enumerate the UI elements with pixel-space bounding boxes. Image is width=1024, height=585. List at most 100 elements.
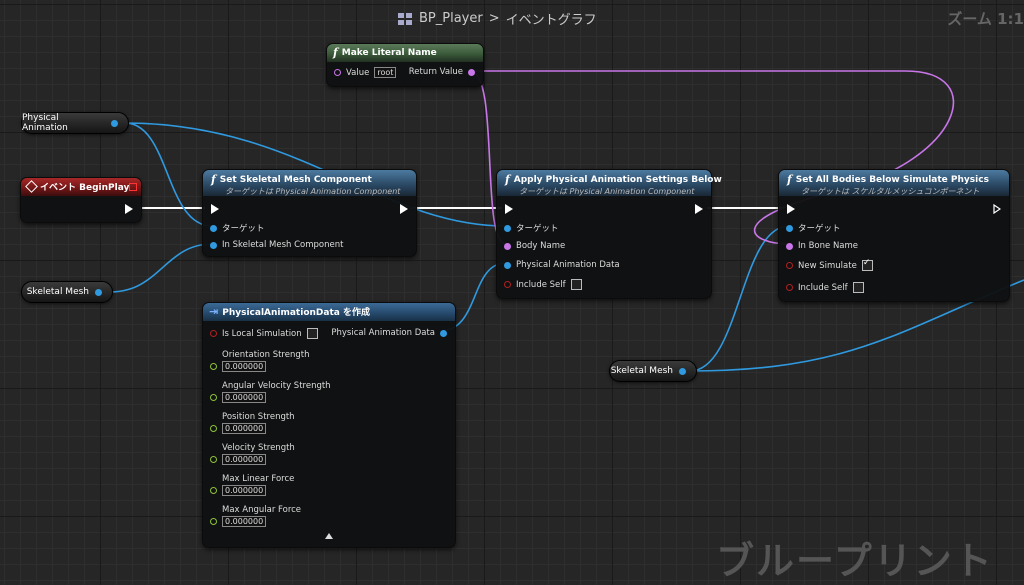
float-input[interactable]: 0.000000 <box>222 423 267 434</box>
function-icon: f <box>787 173 792 186</box>
blueprint-icon <box>398 12 413 25</box>
node-title: Make Literal Name <box>341 47 437 58</box>
exec-in-pin[interactable] <box>787 204 795 214</box>
new-simulate-label: New Simulate <box>798 260 857 271</box>
output-label: Physical Animation Data <box>331 328 435 338</box>
float-input[interactable]: 0.000000 <box>222 485 267 496</box>
include-self-checkbox[interactable] <box>852 282 864 293</box>
bone-name-label: In Bone Name <box>798 241 859 251</box>
float-input[interactable]: 0.000000 <box>222 361 267 372</box>
node-title: Set Skeletal Mesh Component <box>219 174 372 185</box>
object-wire <box>109 243 213 293</box>
function-icon: f <box>505 173 510 186</box>
target-label: ターゲット <box>222 224 265 234</box>
target-pin[interactable] <box>786 224 793 232</box>
float-pin[interactable] <box>210 425 217 432</box>
float-pin[interactable] <box>210 363 217 370</box>
graph-title-bar: BP_Player > イベントグラフ ズーム 1:1 <box>0 0 1024 34</box>
field-position-strength: Position Strength 0.000000 <box>210 412 295 434</box>
field-max-linear-force: Max Linear Force 0.000000 <box>210 474 294 496</box>
blueprint-watermark: ブループリント <box>716 539 994 583</box>
float-pin[interactable] <box>210 487 217 494</box>
node-subtitle: ターゲットは スケルタルメッシュコンポーネント <box>801 187 980 196</box>
exec-out-pin[interactable] <box>125 204 133 214</box>
include-self-label: Include Self <box>516 279 566 290</box>
target-label: ターゲット <box>516 224 559 234</box>
exec-in-pin[interactable] <box>211 204 219 214</box>
struct-icon: ⇥ <box>209 305 219 318</box>
float-pin[interactable] <box>210 518 217 525</box>
field-label: Position Strength <box>222 412 295 422</box>
function-icon: f <box>211 173 216 186</box>
include-self-pin[interactable] <box>786 284 793 291</box>
physical-animation-data-output-pin[interactable] <box>440 329 447 337</box>
float-pin[interactable] <box>210 456 217 463</box>
zoom-level: ズーム 1:1 <box>947 10 1024 28</box>
body-name-pin[interactable] <box>504 242 511 250</box>
node-subtitle: ターゲットは Physical Animation Component <box>519 187 695 196</box>
field-max-angular-force: Max Angular Force 0.000000 <box>210 505 301 527</box>
var-label: Skeletal Mesh <box>26 287 89 297</box>
exec-out-pin[interactable] <box>695 204 703 214</box>
new-simulate-pin[interactable] <box>786 262 793 269</box>
node-subtitle: ターゲットは Physical Animation Component <box>225 187 401 196</box>
exec-out-pin[interactable] <box>993 204 1001 214</box>
is-local-checkbox[interactable] <box>306 328 318 339</box>
graph-name[interactable]: イベントグラフ <box>505 13 597 28</box>
name-input-pin[interactable] <box>334 69 341 76</box>
include-self-checkbox[interactable] <box>570 279 582 290</box>
breadcrumb-separator: > <box>488 11 500 26</box>
object-pin[interactable] <box>95 288 102 296</box>
physical-animation-getter[interactable]: Physical Animation <box>21 112 129 134</box>
node-title: イベント BeginPlay <box>40 183 130 193</box>
data-label: Physical Animation Data <box>516 260 620 270</box>
field-orientation-strength: Orientation Strength 0.000000 <box>210 350 309 372</box>
skeletal-mesh-getter-2[interactable]: Skeletal Mesh <box>609 360 697 382</box>
value-label: Value <box>346 67 370 78</box>
field-label: Orientation Strength <box>222 350 310 360</box>
bone-name-pin[interactable] <box>786 242 793 250</box>
target-label: ターゲット <box>798 224 841 234</box>
return-label: Return Value <box>408 67 463 77</box>
node-title: Set All Bodies Below Simulate Physics <box>795 174 989 185</box>
delegate-pin[interactable] <box>129 183 137 191</box>
include-self-label: Include Self <box>798 282 848 293</box>
body-name-label: Body Name <box>516 241 566 251</box>
float-pin[interactable] <box>210 394 217 401</box>
object-pin[interactable] <box>111 119 118 127</box>
float-input[interactable]: 0.000000 <box>222 392 267 403</box>
target-pin[interactable] <box>210 224 217 232</box>
value-input[interactable]: root <box>374 67 397 78</box>
make-physical-animation-data-node[interactable]: ⇥PhysicalAnimationData を作成 Is Local Simu… <box>202 302 456 548</box>
function-icon: f <box>333 46 338 59</box>
collapse-arrow-icon[interactable] <box>325 533 333 539</box>
include-self-pin[interactable] <box>504 281 511 288</box>
in-skeletal-mesh-pin[interactable] <box>210 241 217 249</box>
breadcrumb: BP_Player > イベントグラフ <box>398 9 597 28</box>
var-label: Skeletal Mesh <box>610 366 673 376</box>
target-pin[interactable] <box>504 224 511 232</box>
return-value-pin[interactable] <box>468 68 475 76</box>
is-local-pin[interactable] <box>210 330 217 337</box>
exec-in-pin[interactable] <box>505 204 513 214</box>
field-label: Max Linear Force <box>222 474 295 484</box>
physical-animation-data-pin[interactable] <box>504 261 511 269</box>
object-pin[interactable] <box>679 367 686 375</box>
event-begin-play-node[interactable]: イベント BeginPlay <box>20 177 142 223</box>
node-title: Apply Physical Animation Settings Below <box>513 174 722 185</box>
new-simulate-checkbox[interactable] <box>861 258 873 271</box>
exec-out-pin[interactable] <box>400 204 408 214</box>
float-input[interactable]: 0.000000 <box>222 516 267 527</box>
skeletal-mesh-getter-1[interactable]: Skeletal Mesh <box>21 281 113 303</box>
float-input[interactable]: 0.000000 <box>222 454 267 465</box>
object-wire <box>124 122 213 227</box>
blueprint-name[interactable]: BP_Player <box>419 11 483 26</box>
field-label: Max Angular Force <box>222 505 302 515</box>
var-label: Physical Animation <box>22 113 68 133</box>
node-title: PhysicalAnimationData を作成 <box>222 308 370 318</box>
field-label: Angular Velocity Strength <box>222 381 331 391</box>
